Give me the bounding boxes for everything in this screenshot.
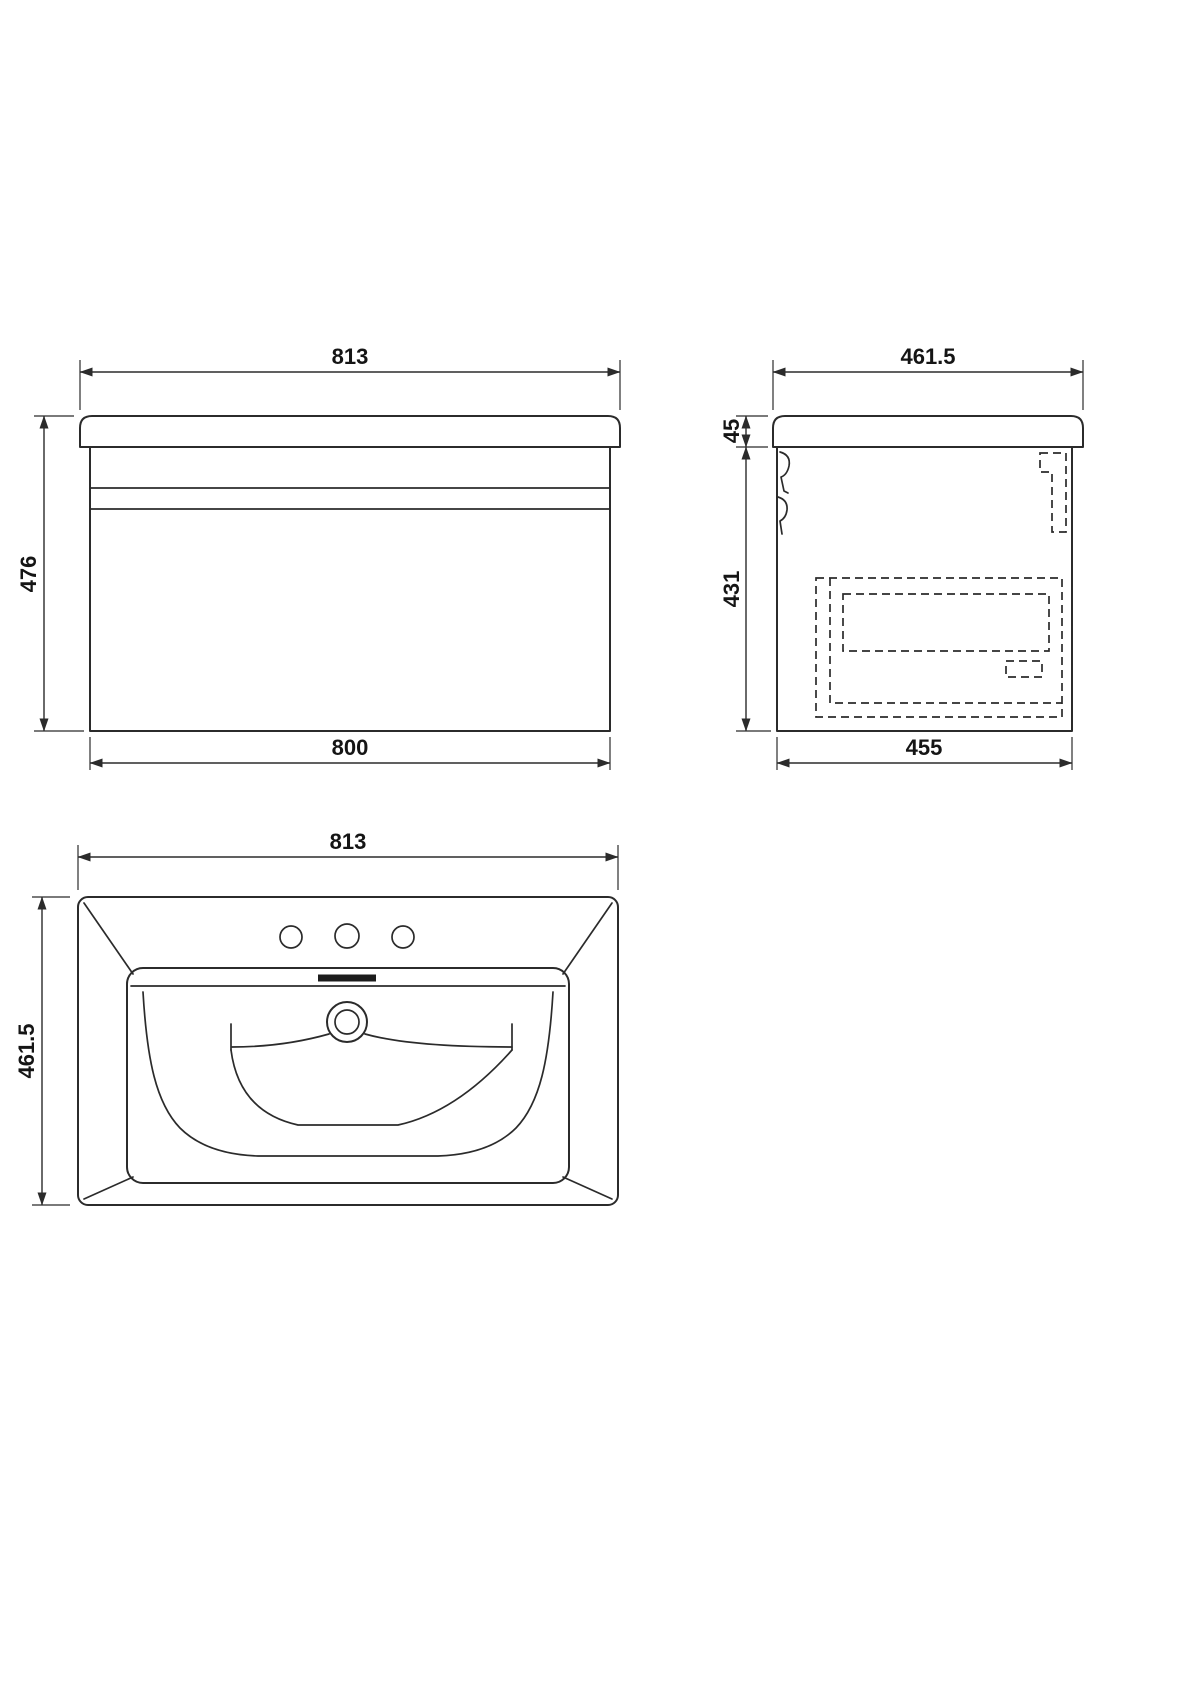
- side-cabinet-height-label: 431: [719, 571, 744, 608]
- front-dim-height: 476: [16, 415, 84, 732]
- front-dim-width-top: 813: [79, 344, 621, 410]
- front-width-bottom-label: 800: [332, 735, 369, 760]
- side-dim-depth-bottom: 455: [776, 735, 1073, 770]
- plan-corner-chamfer: [562, 1176, 613, 1200]
- plan-dim-depth: 461.5: [14, 896, 70, 1206]
- plan-depth-label: 461.5: [14, 1023, 39, 1078]
- plan-corner-chamfer: [562, 902, 613, 975]
- side-depth-top-label: 461.5: [900, 344, 955, 369]
- plan-tap-hole-right: [391, 925, 415, 949]
- side-dim-depth-top: 461.5: [772, 344, 1084, 410]
- plan-view-drawing: [77, 896, 619, 1206]
- plan-bowl-outer-contour: [142, 991, 554, 1157]
- plan-basin-outer-outline: [77, 896, 619, 1206]
- plan-basin-rim: [126, 967, 570, 1184]
- plan-bowl-inner-contour: [230, 1049, 513, 1126]
- plan-waste-hole-outer: [326, 1001, 368, 1043]
- side-dim-cabinet-height: 431: [719, 446, 771, 732]
- side-view: 461.5 45 431 455: [719, 344, 1084, 770]
- side-hidden-drawer-slot: [842, 593, 1050, 652]
- front-view-drawing: [79, 415, 621, 732]
- plan-dim-width: 813: [77, 829, 619, 890]
- plan-width-label: 813: [330, 829, 367, 854]
- front-dim-width-bottom: 800: [89, 735, 611, 770]
- plan-tap-hole-center: [334, 923, 360, 949]
- plan-bowl-back-slope-right: [364, 1033, 513, 1048]
- side-basin-top-outline: [772, 415, 1084, 448]
- side-wall-hook-upper: [779, 451, 791, 494]
- side-countertop-thickness-label: 45: [719, 419, 744, 443]
- side-cabinet-outline: [776, 446, 1073, 732]
- side-hidden-fixing-block: [1005, 660, 1043, 678]
- plan-tap-hole-left: [279, 925, 303, 949]
- front-view: 813 476 800: [16, 344, 621, 770]
- side-dim-countertop-thickness: 45: [719, 415, 768, 448]
- plan-corner-chamfer: [83, 902, 134, 975]
- front-height-label: 476: [16, 556, 41, 593]
- front-width-top-label: 813: [332, 344, 369, 369]
- front-cabinet-outline: [89, 446, 611, 732]
- plan-corner-chamfer: [83, 1176, 134, 1200]
- side-depth-bottom-label: 455: [906, 735, 943, 760]
- plan-view: 813 461.5: [14, 829, 619, 1206]
- front-basin-top-outline: [79, 415, 621, 448]
- plan-waste-hole-inner: [334, 1009, 360, 1035]
- side-hidden-bracket: [1039, 452, 1067, 533]
- side-wall-hook-lower: [777, 496, 788, 535]
- plan-bowl-back-slope-left: [231, 1033, 330, 1048]
- side-view-drawing: [772, 415, 1084, 732]
- side-hidden-drawer-box-inner-wall: [829, 578, 1062, 704]
- side-hidden-drawer-box-outer: [815, 577, 1063, 718]
